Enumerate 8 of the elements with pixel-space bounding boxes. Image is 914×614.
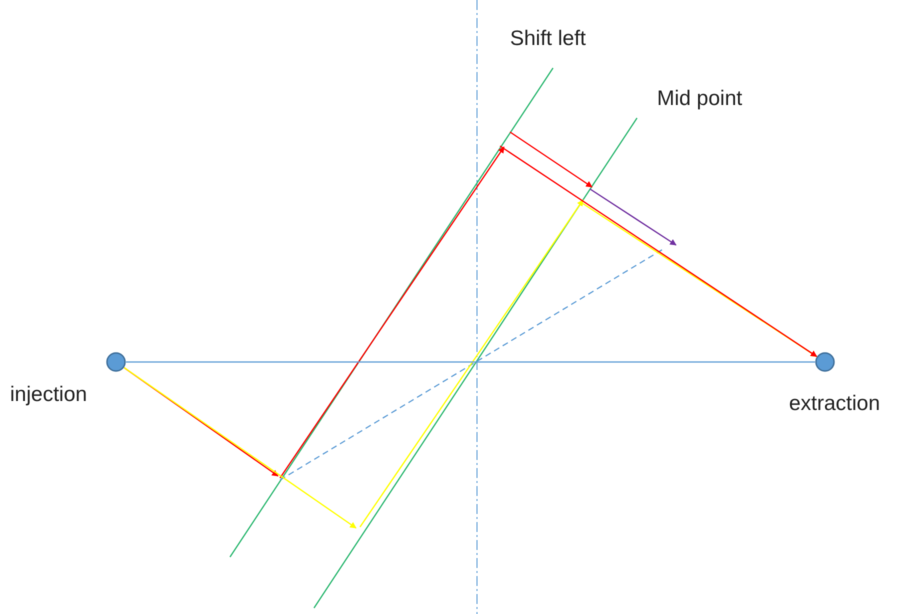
line-label: Mid point (657, 87, 742, 111)
point-label: injection (10, 383, 88, 407)
ray-arrow (124, 367, 279, 477)
ray-arrow (500, 145, 818, 357)
line-label: Shift left (510, 27, 586, 51)
connector-line (126, 361, 815, 363)
point-label: extraction (789, 392, 880, 416)
ray-arrow (124, 367, 357, 529)
